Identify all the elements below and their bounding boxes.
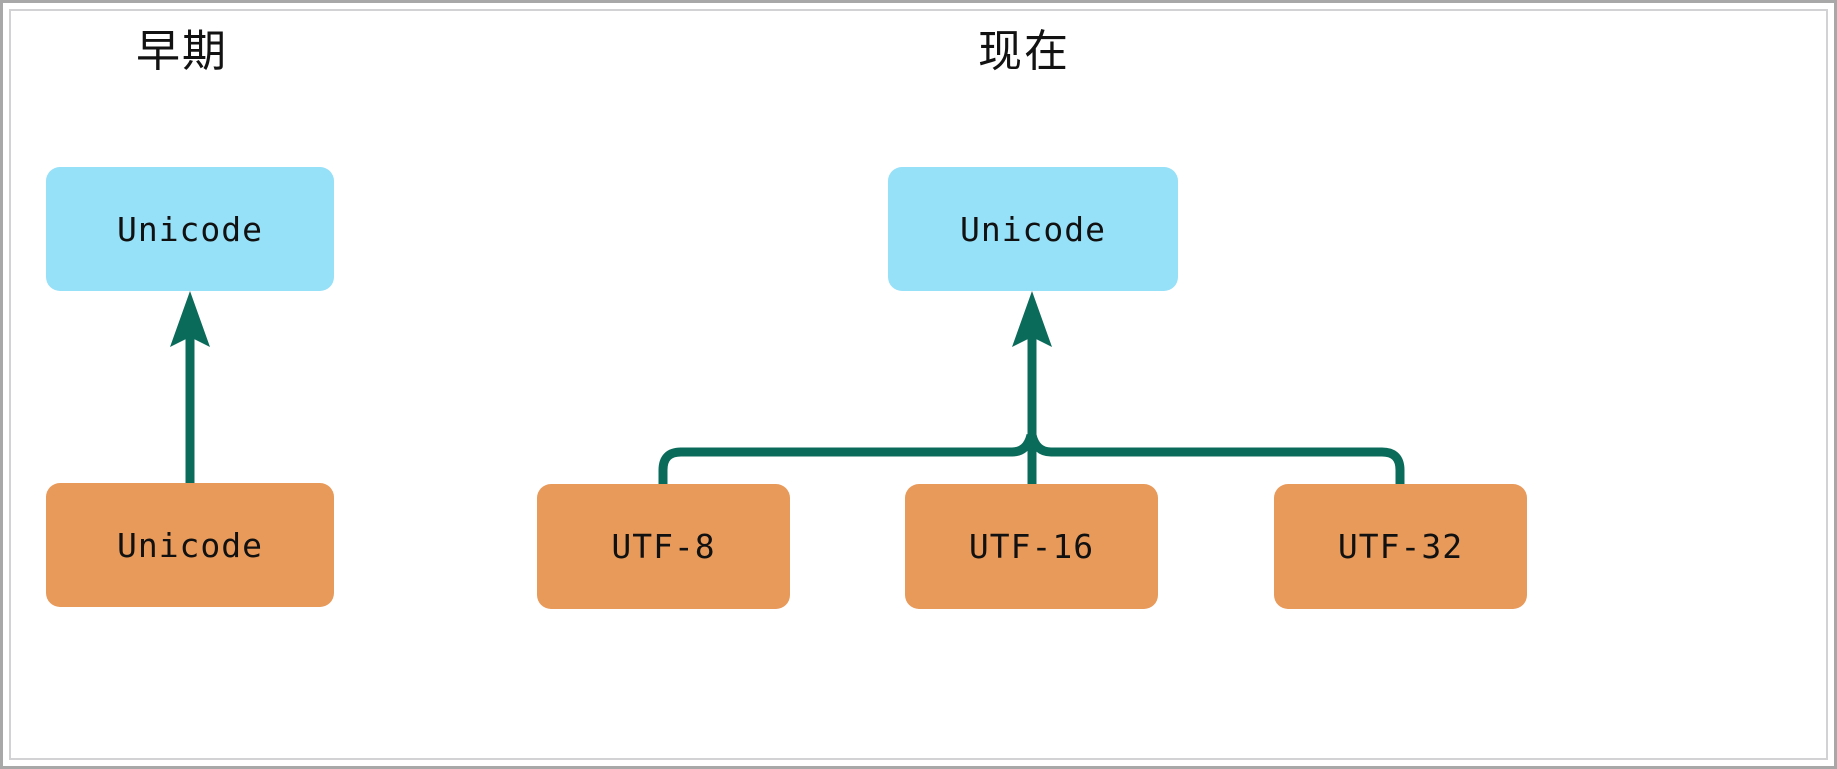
node-label: Unicode <box>959 209 1107 249</box>
node-unicode-abstract-early[interactable]: Unicode <box>46 167 334 291</box>
node-unicode-encoding-early[interactable]: Unicode <box>46 483 334 607</box>
node-label: Unicode <box>116 209 264 249</box>
node-utf16[interactable]: UTF-16 <box>905 484 1158 609</box>
panel-title-early: 早期 <box>136 26 228 77</box>
frame-inner-border <box>9 9 1828 760</box>
node-label: UTF-8 <box>611 527 716 566</box>
node-utf32[interactable]: UTF-32 <box>1274 484 1527 609</box>
node-utf8[interactable]: UTF-8 <box>537 484 790 609</box>
node-label: Unicode <box>116 525 264 565</box>
node-label: UTF-32 <box>1337 527 1464 566</box>
node-label: UTF-16 <box>968 527 1095 566</box>
node-unicode-abstract-now[interactable]: Unicode <box>888 167 1178 291</box>
panel-title-now: 现在 <box>978 26 1070 77</box>
